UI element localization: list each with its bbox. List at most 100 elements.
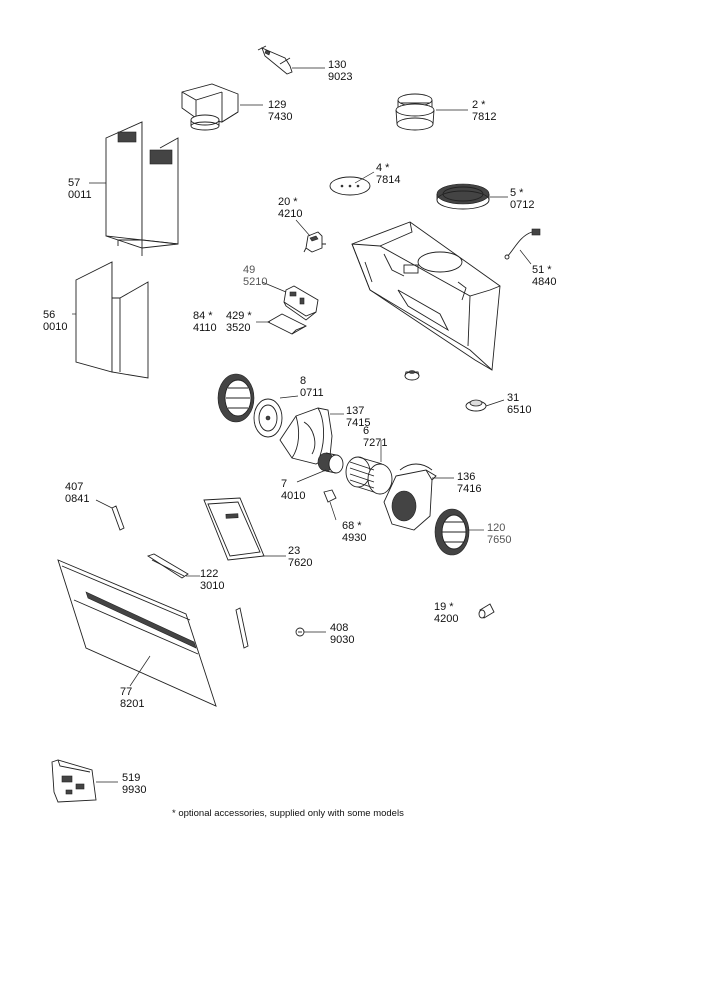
part-130-bracket xyxy=(257,45,325,75)
part-number: 77 xyxy=(120,686,133,698)
part-20-switch xyxy=(295,219,326,253)
part-429-panel xyxy=(256,313,307,335)
label-part-20: 20 *4210 xyxy=(278,196,302,220)
part-gas-strut xyxy=(235,607,249,649)
part-519-accessory-bag xyxy=(51,759,118,803)
label-part-51: 51 *4840 xyxy=(532,264,556,288)
part-code: 9030 xyxy=(330,634,355,646)
part-51-cable xyxy=(504,228,541,265)
part-31-lamp-holder xyxy=(465,399,505,412)
optional-accessories-note: * optional accessories, supplied only wi… xyxy=(172,808,404,819)
part-23-grease-filter xyxy=(203,497,286,561)
part-number: 407 xyxy=(65,481,84,493)
part-code: 4210 xyxy=(278,208,303,220)
part-code: 7271 xyxy=(363,437,388,449)
part-code: 3010 xyxy=(200,580,225,592)
part-number: 6 xyxy=(363,425,370,437)
part-68-cap xyxy=(323,489,337,521)
part-120-grille-right xyxy=(434,508,484,556)
part-code: 7812 xyxy=(472,111,497,123)
part-407-pin xyxy=(95,499,125,531)
part-small-plug xyxy=(404,370,420,381)
part-code: 7620 xyxy=(288,557,313,569)
part-code: 5210 xyxy=(243,276,268,288)
part-number: 2 * xyxy=(472,99,486,111)
label-part-5: 5 *0712 xyxy=(510,187,534,211)
part-code: 7430 xyxy=(268,111,293,123)
part-56-lower-chimney xyxy=(72,261,149,379)
part-6-blower-wheel xyxy=(345,440,393,495)
label-part-4: 4 *7814 xyxy=(376,162,400,186)
part-number: 51 * xyxy=(532,264,552,276)
hood-body xyxy=(351,221,501,371)
part-number: 56 xyxy=(43,309,56,321)
part-number: 8 xyxy=(300,375,307,387)
part-19-cylinder xyxy=(478,603,495,619)
part-122-handle xyxy=(146,553,200,579)
part-code: 4110 xyxy=(193,322,217,334)
part-code: 0011 xyxy=(68,189,92,201)
label-part-2: 2 *7812 xyxy=(472,99,496,123)
part-number: 136 xyxy=(457,471,476,483)
part-number: 84 * xyxy=(193,310,213,322)
part-129-duct-adapter xyxy=(181,83,263,131)
part-code: 9930 xyxy=(122,784,147,796)
label-part-68: 68 *4930 xyxy=(342,520,366,544)
part-number: 49 xyxy=(243,264,256,276)
label-part-429: 429 *3520 xyxy=(226,310,252,334)
part-5-carbon-filter xyxy=(436,183,508,210)
part-code: 6510 xyxy=(507,404,532,416)
part-number: 5 * xyxy=(510,187,524,199)
label-part-84: 84 *4110 xyxy=(193,310,217,334)
part-number: 129 xyxy=(268,99,287,111)
part-77-glass-front xyxy=(57,559,217,707)
part-code: 7416 xyxy=(457,483,482,495)
part-code: 0010 xyxy=(43,321,68,333)
part-49-circuit-board xyxy=(261,281,319,321)
part-57-upper-chimney xyxy=(89,121,179,256)
part-number: 57 xyxy=(68,177,81,189)
part-number: 408 xyxy=(330,622,349,634)
part-number: 7 xyxy=(281,478,288,490)
part-number: 120 xyxy=(487,522,506,534)
part-number: 130 xyxy=(328,59,347,71)
part-number: 23 xyxy=(288,545,301,557)
part-code: 7814 xyxy=(376,174,401,186)
part-number: 137 xyxy=(346,405,365,417)
part-code: 0711 xyxy=(300,387,324,399)
part-code: 3520 xyxy=(226,322,251,334)
part-136-volute xyxy=(383,463,454,531)
part-code: 4010 xyxy=(281,490,306,502)
part-code: 4200 xyxy=(434,613,459,625)
part-8-grille-left xyxy=(217,373,299,438)
part-number: 519 xyxy=(122,772,141,784)
part-4-disc xyxy=(329,171,375,196)
part-408-screw xyxy=(295,627,326,637)
part-code: 9023 xyxy=(328,71,353,83)
label-part-19: 19 *4200 xyxy=(434,601,458,625)
part-7-motor xyxy=(296,452,344,483)
part-code: 0712 xyxy=(510,199,535,211)
part-number: 4 * xyxy=(376,162,390,174)
part-number: 20 * xyxy=(278,196,298,208)
part-number: 429 * xyxy=(226,310,252,322)
part-2-ring xyxy=(395,93,468,131)
part-code: 4840 xyxy=(532,276,557,288)
